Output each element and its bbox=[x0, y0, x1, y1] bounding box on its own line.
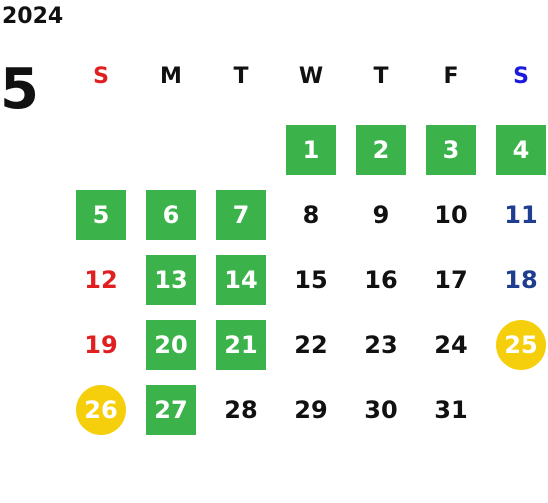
day-cell-12[interactable]: 12 bbox=[84, 266, 118, 294]
day-cell-11[interactable]: 11 bbox=[504, 201, 538, 229]
weekday-1: M bbox=[160, 64, 182, 89]
day-cell-6[interactable]: 6 bbox=[146, 190, 196, 240]
day-cell-26[interactable]: 26 bbox=[76, 385, 126, 435]
day-cell-19[interactable]: 19 bbox=[84, 331, 118, 359]
weekday-0: S bbox=[93, 64, 109, 89]
weekday-3: W bbox=[298, 64, 324, 89]
day-cell-4[interactable]: 4 bbox=[496, 125, 546, 175]
year-label: 2024 bbox=[2, 4, 64, 29]
day-cell-17[interactable]: 17 bbox=[434, 266, 468, 294]
day-cell-9[interactable]: 9 bbox=[372, 201, 390, 229]
day-cell-8[interactable]: 8 bbox=[302, 201, 320, 229]
day-cell-7[interactable]: 7 bbox=[216, 190, 266, 240]
day-cell-14[interactable]: 14 bbox=[216, 255, 266, 305]
month-label: 5 bbox=[0, 57, 39, 122]
day-cell-1[interactable]: 1 bbox=[286, 125, 336, 175]
weekday-4: T bbox=[373, 64, 389, 89]
day-cell-28[interactable]: 28 bbox=[224, 396, 258, 424]
day-cell-24[interactable]: 24 bbox=[434, 331, 468, 359]
day-cell-22[interactable]: 22 bbox=[294, 331, 328, 359]
day-cell-10[interactable]: 10 bbox=[434, 201, 468, 229]
weekday-6: S bbox=[513, 64, 529, 89]
day-cell-21[interactable]: 21 bbox=[216, 320, 266, 370]
day-cell-23[interactable]: 23 bbox=[364, 331, 398, 359]
day-cell-30[interactable]: 30 bbox=[364, 396, 398, 424]
day-cell-18[interactable]: 18 bbox=[504, 266, 538, 294]
day-cell-27[interactable]: 27 bbox=[146, 385, 196, 435]
day-cell-20[interactable]: 20 bbox=[146, 320, 196, 370]
day-cell-2[interactable]: 2 bbox=[356, 125, 406, 175]
weekday-2: T bbox=[233, 64, 249, 89]
day-cell-5[interactable]: 5 bbox=[76, 190, 126, 240]
day-cell-29[interactable]: 29 bbox=[294, 396, 328, 424]
day-cell-3[interactable]: 3 bbox=[426, 125, 476, 175]
day-cell-25[interactable]: 25 bbox=[496, 320, 546, 370]
weekday-5: F bbox=[443, 64, 459, 89]
day-cell-13[interactable]: 13 bbox=[146, 255, 196, 305]
day-cell-16[interactable]: 16 bbox=[364, 266, 398, 294]
day-cell-31[interactable]: 31 bbox=[434, 396, 468, 424]
day-cell-15[interactable]: 15 bbox=[294, 266, 328, 294]
